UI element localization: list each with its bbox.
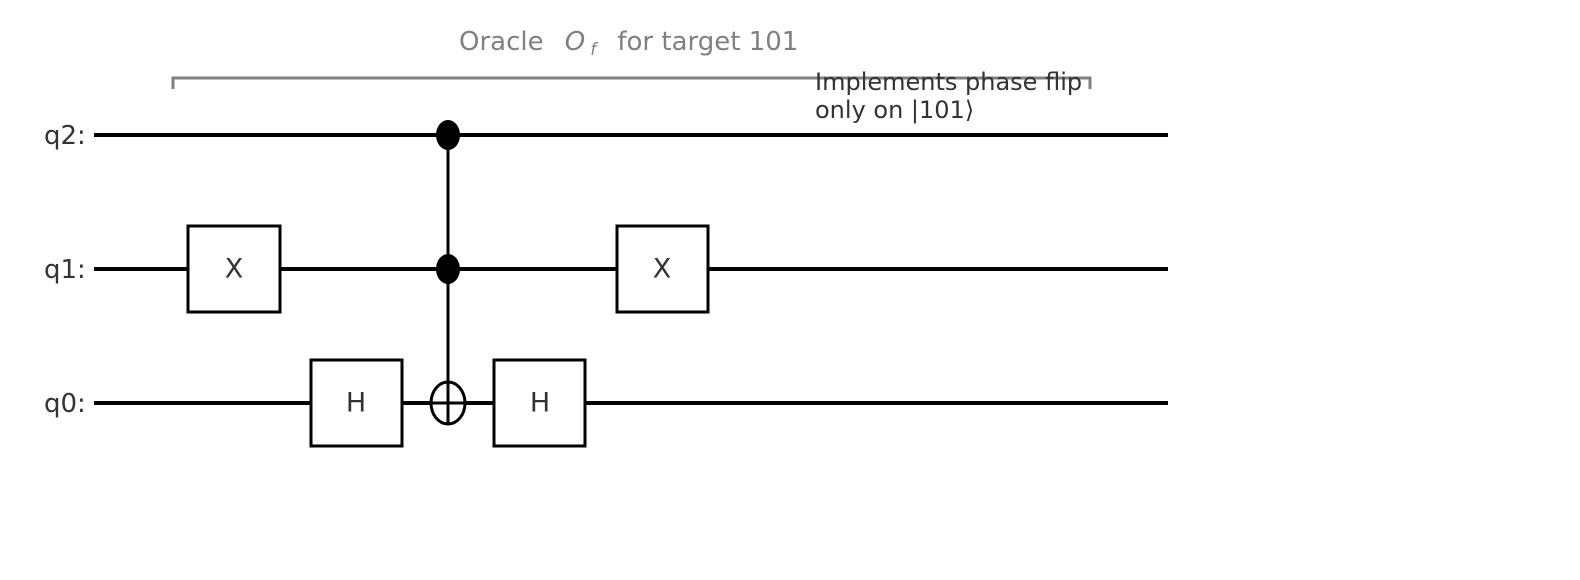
annotation-line-1: Implements phase flip	[815, 68, 1082, 96]
gate-h-q0-second: H	[492, 358, 587, 448]
title-subscript: f	[590, 40, 599, 60]
gate-x-q1-first: X	[186, 224, 282, 314]
qubit-label-q2: q2:	[44, 121, 86, 151]
toffoli-target-q0	[429, 380, 467, 426]
gate-label: H	[346, 388, 366, 419]
control-dot-q1	[436, 254, 460, 284]
gate-h-q0-first: H	[309, 358, 404, 448]
gate-x-q1-second: X	[615, 224, 710, 314]
gate-label: X	[653, 254, 672, 285]
oracle-title: Oracle O f for target 101	[459, 27, 798, 60]
title-symbol: O	[565, 27, 585, 57]
control-dot-q2	[436, 120, 460, 150]
title-prefix: Oracle	[459, 27, 544, 57]
gate-label: H	[530, 388, 550, 419]
title-suffix: for target 101	[617, 27, 798, 57]
oracle-bracket	[171, 76, 1092, 89]
annotation-line-2: only on |101⟩	[815, 96, 974, 124]
qubit-label-q1: q1:	[44, 255, 86, 285]
gate-label: X	[225, 254, 244, 285]
qubit-label-q0: q0:	[44, 389, 86, 419]
